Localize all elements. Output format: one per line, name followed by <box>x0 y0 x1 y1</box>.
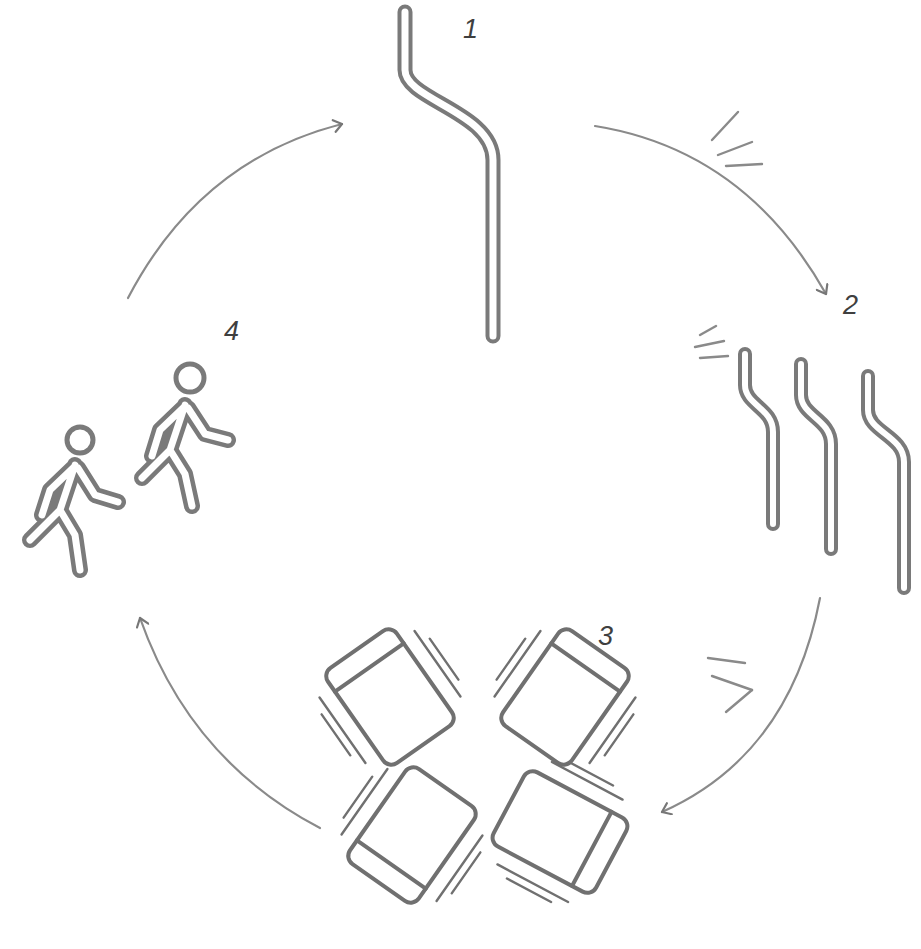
cycle-arrows <box>128 124 826 828</box>
callout-number: 3 <box>598 623 613 650</box>
vibrating-blocks <box>303 612 653 921</box>
cycle-arrow <box>128 124 342 298</box>
motion-lines <box>695 112 762 712</box>
cycle-arrow <box>595 126 826 294</box>
cycle-arrow <box>662 598 820 812</box>
walking-people <box>30 364 228 570</box>
rod-icon <box>405 12 493 336</box>
callout-number: 1 <box>463 16 478 43</box>
callout-number: 4 <box>224 318 239 345</box>
cycle-arrow <box>140 618 320 828</box>
callout-number: 2 <box>843 292 858 319</box>
rods-icon <box>745 354 904 588</box>
